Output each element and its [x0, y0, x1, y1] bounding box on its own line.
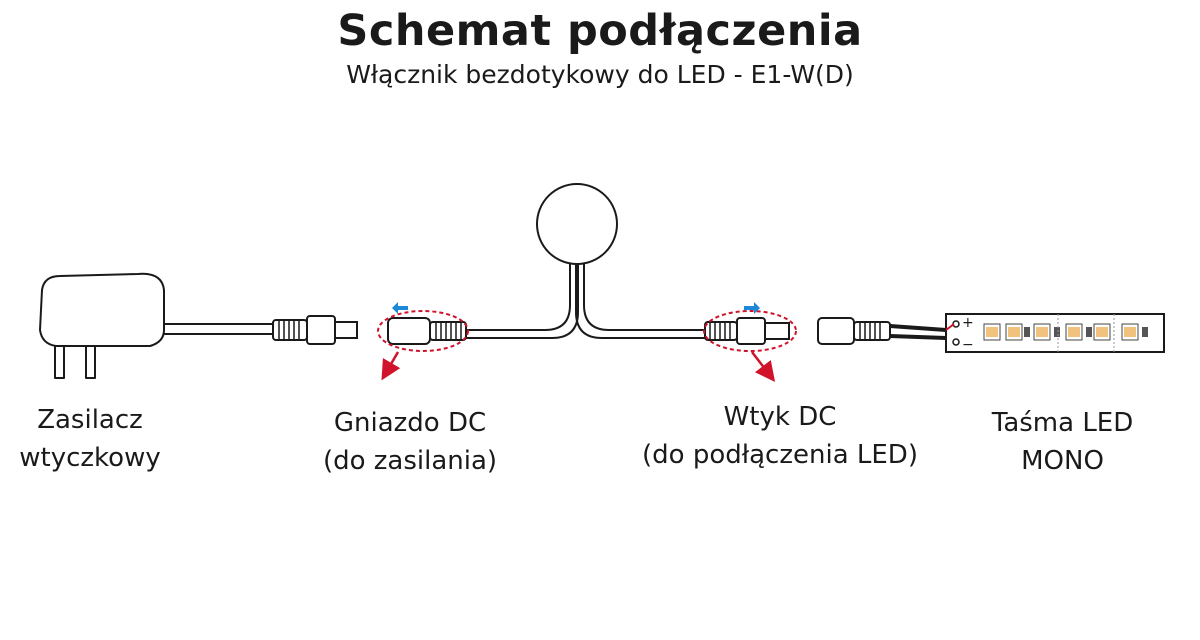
- dc-plug-label-line2: (do podłączenia LED): [642, 440, 918, 470]
- led-strip-label-line1: Taśma LED: [991, 408, 1134, 438]
- dc-socket-icon: [387, 317, 467, 345]
- arrow-right-icon: [744, 302, 760, 314]
- dc-socket-label-line2: (do zasilania): [322, 446, 498, 476]
- touch-sensor-icon: [466, 183, 705, 339]
- power-supply-label: Zasilacz wtyczkowy: [0, 401, 180, 477]
- strip-minus-mark: −: [962, 337, 974, 353]
- led-strip-label-line2: MONO: [1021, 446, 1104, 476]
- plug-callout-arrow: [751, 351, 776, 382]
- dc-socket-label-line1: Gniazdo DC: [333, 408, 487, 438]
- led-strip-icon: + −: [945, 313, 1165, 353]
- power-supply-icon: [39, 272, 274, 379]
- dc-plug-label: Wtyk DC (do podłączenia LED): [625, 398, 935, 474]
- dc-plug-label-line1: Wtyk DC: [723, 402, 837, 432]
- page-subtitle: Włącznik bezdotykowy do LED - E1-W(D): [346, 60, 854, 89]
- plug-highlight: [703, 310, 797, 352]
- power-supply-label-line1: Zasilacz: [37, 405, 143, 435]
- led-strip-label: Taśma LED MONO: [960, 404, 1165, 480]
- dc-plug-icon: [704, 317, 790, 345]
- strip-connector-icon: [817, 317, 947, 345]
- page-title: Schemat podłączenia: [337, 6, 863, 56]
- strip-plus-mark: +: [962, 315, 974, 331]
- dc-jack-icon: [272, 315, 358, 345]
- arrow-left-icon: [392, 302, 408, 314]
- socket-callout-arrow: [381, 351, 401, 381]
- dc-socket-label: Gniazdo DC (do zasilania): [300, 404, 520, 480]
- socket-highlight: [377, 310, 469, 352]
- power-supply-label-line2: wtyczkowy: [19, 443, 161, 473]
